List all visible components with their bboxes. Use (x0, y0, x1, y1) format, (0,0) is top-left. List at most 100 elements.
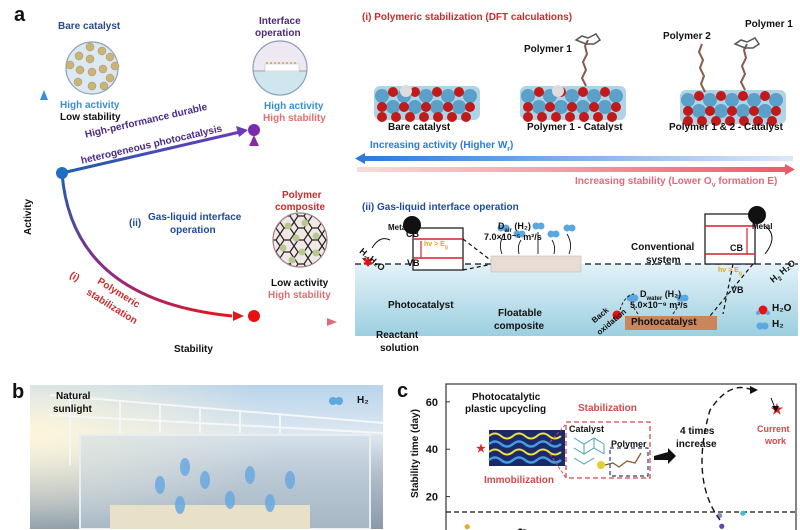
stability-arrow-sub: v (711, 182, 716, 189)
conventional-l1: Conventional (631, 242, 695, 253)
activity-arrow-text: Increasing activity (Higher W (370, 140, 508, 151)
y-tick-label: 40 (426, 444, 438, 456)
floatable-l1: Floatable (498, 308, 542, 319)
c-ylabel: Stability time (day) (410, 409, 421, 498)
immobilization-illustration (488, 430, 565, 466)
activity-arrow-sub: r (507, 146, 510, 153)
activity-axis-label: Activity (23, 198, 34, 235)
right-vb-label: VB (731, 285, 744, 295)
h2-legend-label: H₂ (357, 395, 369, 406)
polymer-composite-title-l1: Polymer (282, 190, 322, 201)
dft-polymer1b-label: Polymer 1 (745, 19, 793, 30)
right-metal (748, 206, 766, 224)
dft-polymer1-label: Polymer 1 (524, 44, 572, 55)
floating-composite (110, 505, 310, 529)
interface-operation-icon (252, 40, 308, 96)
left-metal-label: Metal (388, 223, 409, 232)
svg-text:✱: ✱ (363, 255, 373, 269)
svg-text:★: ★ (476, 443, 486, 455)
bottom-photocatalyst-bar (625, 316, 717, 330)
d-air-d: D (498, 221, 505, 231)
increase-l2: increase (676, 439, 717, 450)
stability-arrowhead (785, 164, 795, 175)
sunlight-l2: sunlight (53, 404, 92, 415)
polymer-composite-stability: High stability (268, 290, 331, 301)
d-water-d: D (640, 289, 647, 299)
current-work-l2: work (765, 436, 787, 446)
interface-point (248, 124, 260, 136)
left-metal (403, 216, 421, 234)
stability-arrow-end: formation E) (715, 176, 778, 187)
floatable-l2: composite (494, 321, 545, 332)
immobilization-label: Immobilization (484, 475, 554, 486)
increase-arrow (654, 448, 676, 464)
right-metal-label: Metal (752, 222, 773, 231)
dashed-curve-arrow (701, 386, 753, 521)
sunlight-l1: Natural (56, 391, 91, 402)
activity-axis-arrowhead (40, 90, 48, 100)
path-ii-label-l2: operation (170, 225, 216, 236)
catalyst-lattice (573, 437, 605, 465)
y-tick-label: 60 (426, 397, 438, 409)
bare-catalyst-structure-label: Bare catalyst (388, 122, 451, 133)
water-region (355, 264, 798, 336)
bare-catalyst-activity: High activity (60, 100, 120, 111)
interface-activity: High activity (264, 101, 324, 112)
diagonal-line (61, 130, 241, 175)
data-point (719, 523, 725, 529)
polymer-composite-activity: Low activity (271, 278, 329, 289)
path-ii-number: (ii) (129, 218, 142, 229)
bare-catalyst-icon (65, 41, 120, 95)
activity-arrow-label: Increasing activity (Higher Wr) (370, 140, 513, 153)
interface-title-l2: operation (255, 28, 301, 39)
reactant-l2: solution (380, 343, 419, 354)
photocat-l2: plastic upcycling (465, 404, 547, 415)
interface-title-l1: Interface (259, 16, 301, 27)
panel-c-letter: c (397, 380, 409, 402)
railing (49, 394, 383, 465)
d-water-sub: water (646, 295, 663, 302)
legend-h2o-label: H₂O (772, 303, 792, 314)
stabilization-label: Stabilization (578, 403, 637, 414)
polymer-label: Polymer (611, 439, 647, 449)
activity-arrow-end: ) (510, 140, 514, 151)
d-air-tail: (H₂) (511, 221, 531, 231)
polymer-composite-point (248, 310, 260, 322)
conventional-l2: system (646, 255, 681, 266)
bare-catalyst-stability: Low stability (60, 112, 121, 123)
d-air-label: Dair (H₂) (498, 221, 531, 234)
stability-arrow-bar (357, 167, 787, 172)
d-water-value: 5.0×10⁻⁹ m²/s (630, 300, 688, 310)
right-cb-label: CB (730, 243, 743, 253)
catalyst-label: Catalyst (569, 424, 605, 434)
y-tick-label: 20 (426, 492, 438, 504)
left-hv-label: hν > Eg (424, 241, 448, 250)
polymer-composite-title-l2: composite (275, 202, 326, 213)
right-hv-label: hν > Eg (718, 267, 742, 276)
left-photocatalyst-label: Photocatalyst (388, 300, 454, 311)
legend-h2-icon (756, 322, 764, 330)
legend-h2o-icon (758, 305, 768, 315)
d-air-value: 7.0×10⁻⁵ m²/s (484, 232, 542, 242)
current-work-l1: Current (757, 424, 790, 434)
d-water-tail: (H₂) (662, 289, 682, 299)
increase-l1: 4 times (680, 426, 715, 437)
right-hv-text: hν > E (718, 267, 739, 274)
path-ii-arrowhead (249, 135, 259, 146)
gas-liquid-diagram: ✱ (355, 206, 798, 336)
polymer12-catalyst-label: Polymer 1 & 2 - Catalyst (669, 122, 783, 133)
trend-arrows (355, 153, 795, 175)
polymer12-catalyst-structure (680, 37, 786, 126)
path-ii-label-l1: Gas-liquid interface (148, 212, 242, 223)
d-water-label: Dwater (H₂) (640, 289, 681, 302)
h2-legend-icon (329, 397, 343, 405)
path-i-curve (60, 172, 233, 318)
left-vb-label: VB (407, 258, 420, 268)
photocat-l1: Photocatalytic (472, 392, 541, 403)
right-hv-sub: g (738, 270, 742, 277)
panel-a-letter: a (14, 4, 26, 26)
bottom-photocatalyst-label: Photocatalyst (631, 317, 697, 328)
data-point (464, 524, 470, 530)
stability-axis-label: Stability (174, 344, 213, 355)
left-hv-sub: g (444, 244, 448, 251)
